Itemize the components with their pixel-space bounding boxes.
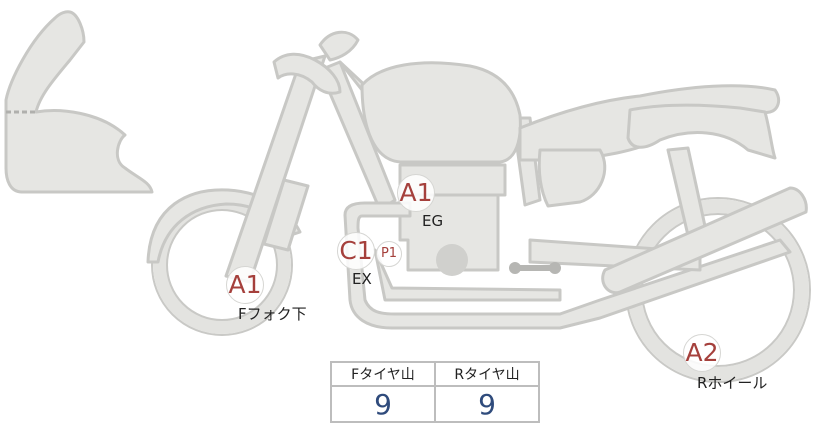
marker-p1-exhaust[interactable]: P1 (376, 241, 402, 267)
windscreen-fairing (4, 10, 154, 194)
header-rear-tire-tread: Rタイヤ山 (436, 363, 538, 387)
value-rear-tire-tread: 9 (478, 388, 496, 421)
fuel-tank (360, 61, 522, 164)
marker-a1-front-fork[interactable]: A1 (226, 266, 264, 304)
label-front-fork-lower: Fフォク下 (238, 305, 307, 323)
marker-a2-rear-wheel[interactable]: A2 (683, 334, 721, 372)
label-rear-wheel: Rホイール (697, 374, 768, 392)
exhaust-pipe (343, 201, 792, 330)
side-cover (537, 148, 607, 208)
frame-rails (318, 60, 397, 212)
label-engine: EG (422, 212, 444, 230)
marker-c1-exhaust[interactable]: C1 (337, 232, 375, 270)
handlebar (272, 52, 342, 95)
rear-tail (626, 103, 777, 160)
label-exhaust: EX (352, 270, 372, 288)
tire-tread-table: Fタイヤ山 Rタイヤ山 9 9 (330, 361, 540, 423)
value-front-tire-tread: 9 (332, 387, 436, 423)
engine-case-cover (436, 244, 468, 276)
header-front-tire-tread: Fタイヤ山 (332, 363, 436, 387)
muffler (601, 186, 808, 295)
marker-a1-engine[interactable]: A1 (397, 174, 435, 212)
